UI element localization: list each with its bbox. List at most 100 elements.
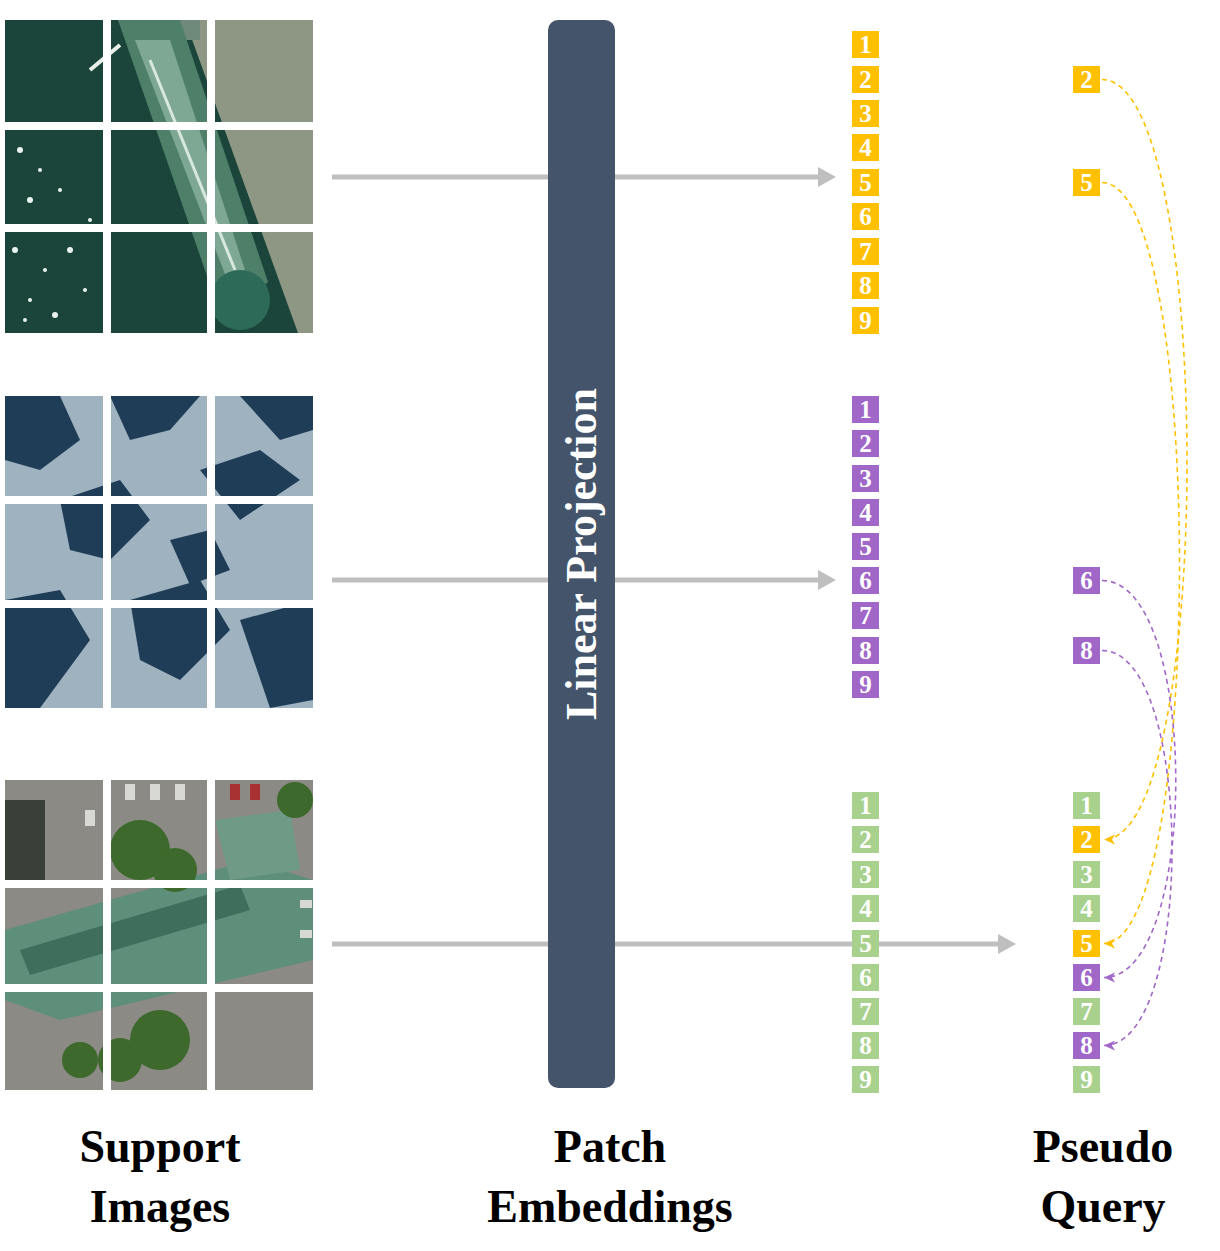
token-number: 1 [852, 792, 879, 819]
embedding-token: 8 [852, 1032, 879, 1059]
dashed-connector [1102, 183, 1180, 944]
token-number: 1 [852, 31, 879, 58]
token-number: 7 [852, 998, 879, 1025]
support-image-harbour [17, 147, 23, 153]
token-number: 2 [852, 66, 879, 93]
token-number: 9 [1073, 1066, 1100, 1093]
support-image-harbour [210, 270, 270, 330]
bar-label: Linear Projection [557, 388, 607, 720]
embedding-token: 5 [1073, 169, 1100, 196]
support-image-buildings [5, 800, 45, 880]
token-number: 8 [1073, 1032, 1100, 1059]
token-number: 3 [852, 861, 879, 888]
token-number: 4 [852, 499, 879, 526]
support-image-harbour [83, 288, 87, 292]
flow-arrow [818, 167, 836, 187]
embedding-token: 2 [1073, 66, 1100, 93]
support-image-ice [207, 396, 215, 708]
support-image-buildings [175, 784, 185, 800]
embedding-token: 5 [852, 533, 879, 560]
embedding-token: 5 [852, 169, 879, 196]
token-number: 1 [1073, 792, 1100, 819]
embedding-token: 8 [1073, 637, 1100, 664]
support-image-harbour [27, 197, 33, 203]
token-number: 7 [852, 602, 879, 629]
support-image-ice [5, 396, 313, 708]
support-image-harbour [38, 168, 42, 172]
embedding-token: 7 [852, 998, 879, 1025]
support-image-buildings [215, 810, 300, 880]
token-number: 6 [852, 964, 879, 991]
column-caption: Support Images [35, 1117, 285, 1237]
embedding-token: 6 [852, 203, 879, 230]
embedding-token: 3 [1073, 861, 1100, 888]
token-number: 4 [852, 134, 879, 161]
embedding-token: 5 [1073, 930, 1100, 957]
token-number: 9 [852, 307, 879, 334]
token-number: 9 [852, 671, 879, 698]
support-image-ice [5, 396, 313, 708]
support-image-harbour [52, 312, 58, 318]
support-image-buildings [103, 780, 111, 1090]
support-image-buildings [230, 784, 240, 800]
token-number: 6 [852, 203, 879, 230]
support-image-harbour [5, 20, 313, 333]
support-image-buildings [85, 784, 312, 938]
support-image-ice [5, 600, 313, 608]
embedding-token: 3 [852, 861, 879, 888]
support-image-harbour [43, 268, 47, 272]
support-image-buildings [5, 780, 313, 1090]
token-number: 3 [852, 465, 879, 492]
support-image-buildings [230, 784, 260, 800]
flow-arrow [818, 570, 836, 590]
flow-arrow [998, 934, 1016, 954]
token-number: 4 [1073, 895, 1100, 922]
embedding-token: 1 [852, 792, 879, 819]
token-number: 2 [852, 826, 879, 853]
support-image-buildings [277, 782, 313, 818]
embedding-token: 7 [852, 238, 879, 265]
token-number: 5 [852, 533, 879, 560]
embedding-token: 1 [1073, 792, 1100, 819]
support-image-harbour [207, 20, 215, 333]
support-image-buildings [20, 885, 250, 975]
support-image-ice [5, 396, 313, 708]
support-image-buildings [5, 860, 313, 1020]
embedding-token: 1 [852, 396, 879, 423]
token-number: 6 [852, 567, 879, 594]
token-number: 2 [1073, 66, 1100, 93]
support-image-buildings [5, 780, 313, 1090]
embedding-token: 9 [852, 1066, 879, 1093]
support-image-harbour [28, 298, 32, 302]
token-number: 7 [1073, 998, 1100, 1025]
support-image-harbour [5, 122, 313, 130]
embedding-token: 9 [1073, 1066, 1100, 1093]
embedding-token: 9 [852, 671, 879, 698]
support-image-ice [110, 396, 200, 440]
token-number: 6 [1073, 964, 1100, 991]
embedding-token: 4 [852, 134, 879, 161]
embedding-token: 4 [852, 895, 879, 922]
support-image-ice [240, 396, 313, 440]
support-image-harbour [58, 188, 62, 192]
support-image-buildings [85, 810, 95, 826]
support-image-buildings [62, 782, 313, 1082]
dashed-connector [1102, 581, 1176, 978]
token-number: 5 [1073, 930, 1100, 957]
support-image-harbour [12, 247, 18, 253]
column-caption: Pseudo Query [993, 1117, 1213, 1237]
projection-bar: Linear Projection [548, 20, 615, 1088]
support-image-buildings [62, 1042, 98, 1078]
token-number: 8 [852, 637, 879, 664]
token-number: 5 [852, 930, 879, 957]
embedding-token: 8 [852, 637, 879, 664]
token-number: 8 [1073, 637, 1100, 664]
dashed-connector [1102, 651, 1172, 1046]
token-number: 5 [852, 169, 879, 196]
embedding-token: 7 [852, 602, 879, 629]
token-number: 3 [1073, 861, 1100, 888]
support-image-ice [170, 530, 230, 585]
token-number: 9 [852, 1066, 879, 1093]
